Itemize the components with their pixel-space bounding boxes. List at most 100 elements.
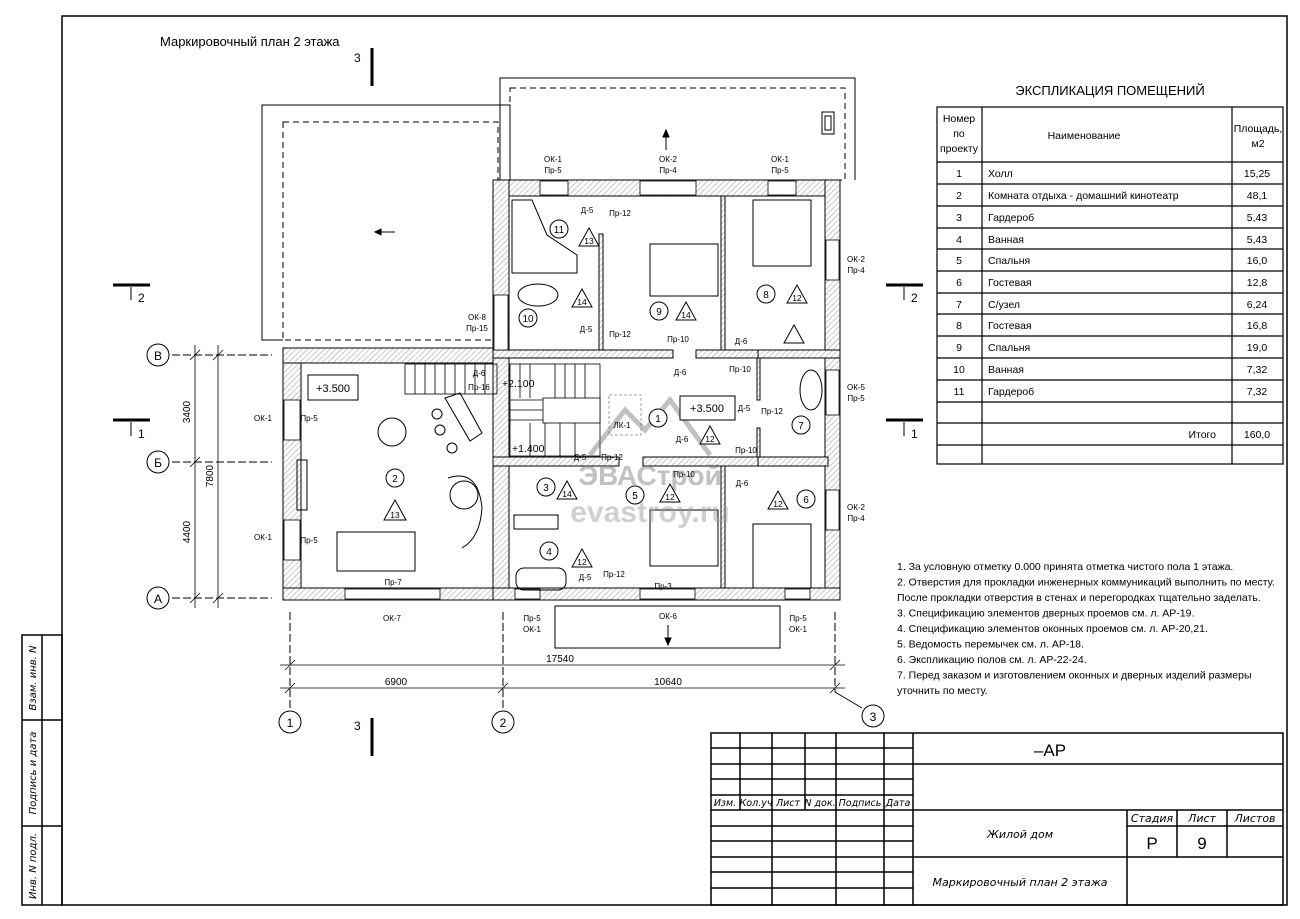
floor-type: 13 — [390, 510, 400, 520]
header-name: Наименование — [1048, 130, 1121, 142]
floor-type: 12 — [577, 557, 587, 567]
explication-cell-area: 5,43 — [1247, 212, 1268, 224]
lintel-label: Пр-10 — [673, 470, 695, 479]
dim-10640: 10640 — [654, 677, 682, 688]
explication-cell-area: 7,32 — [1247, 386, 1268, 398]
lintel-label: Пр-5 — [544, 166, 562, 175]
explication-cell-area: 7,32 — [1247, 364, 1268, 376]
room-number: 7 — [798, 421, 804, 432]
sheet-title: Маркировочный план 2 этажа — [160, 34, 340, 49]
floor-type: 12 — [792, 293, 802, 303]
explication-cell-name: Гостевая — [988, 277, 1032, 289]
header-num: Номер — [943, 113, 975, 125]
explication-cell-name: Гардероб — [988, 212, 1034, 224]
tb-stage-label: Стадия — [1131, 812, 1174, 825]
explication-cell-area: 15,25 — [1244, 168, 1270, 180]
explication-cell-name: Спальня — [988, 342, 1030, 354]
explication-cell-name: Ванная — [988, 234, 1024, 246]
explication-table — [936, 106, 1284, 465]
window-label: ОК-8 — [468, 313, 487, 322]
explication-cell-num: 6 — [956, 277, 962, 289]
stamp-signature-date: Подпись и дата — [28, 732, 39, 815]
section-mark-3-top: 3 — [354, 51, 361, 65]
dim-3400: 3400 — [182, 400, 193, 423]
explication-cell-name: С/узел — [988, 299, 1020, 311]
room-number: 3 — [543, 483, 549, 494]
title-block — [710, 732, 1284, 906]
dim-7800: 7800 — [205, 464, 216, 487]
lintel-label: Пр-4 — [659, 166, 677, 175]
dimension-lines — [189, 345, 845, 694]
elevation-mark: +3.500 — [316, 383, 350, 395]
note-line: 2. Отверстия для прокладки инженерных ко… — [897, 577, 1275, 589]
lintel-label: Пр-4 — [847, 514, 865, 523]
explication-cell-area: 16,8 — [1247, 320, 1268, 332]
tb-col-header: Дата — [885, 798, 911, 809]
note-line: 6. Экспликацию полов см. л. АР-22-24. — [897, 654, 1087, 666]
window-label: ОК-2 — [659, 155, 678, 164]
walls — [282, 179, 841, 601]
dim-4400: 4400 — [182, 520, 193, 543]
watermark-title: ЭВАСтрой — [578, 460, 722, 491]
lintel-label: Пр-10 — [735, 446, 757, 455]
lintel-label: Пр-5 — [300, 414, 318, 423]
door-label: Д-5 — [579, 573, 592, 582]
note-line: 5. Ведомость перемычек см. л. АР-18. — [897, 639, 1084, 651]
tb-code: –АР — [1034, 741, 1066, 760]
lintel-label: Пр-10 — [729, 365, 751, 374]
bathtub — [799, 369, 823, 411]
axis-label-v: В — [154, 349, 162, 363]
lintel-label: Пр-5 — [847, 394, 865, 403]
room-markers — [385, 219, 816, 561]
lintel-label: Пр-5 — [771, 166, 789, 175]
window-label: ОК-6 — [659, 612, 678, 621]
axis-label-a: А — [154, 592, 162, 606]
axis-label-1: 1 — [287, 716, 294, 730]
explication-cell-name: Гардероб — [988, 386, 1034, 398]
lintel-label: Пр-12 — [609, 330, 631, 339]
room-number: 4 — [546, 547, 552, 558]
lintel-label: Пр-12 — [761, 407, 783, 416]
section-mark-2-right: 2 — [911, 291, 918, 305]
note-line: уточнить по месту. — [897, 685, 988, 697]
explication-cell-name: Ванная — [988, 364, 1024, 376]
window-label: ОК-1 — [523, 625, 542, 634]
lintel-label: Пр-3 — [654, 582, 672, 591]
furniture — [296, 199, 823, 591]
roof-hatch-label: ЛК-1 — [613, 421, 631, 430]
window-label: ОК-1 — [789, 625, 808, 634]
tv — [296, 459, 308, 511]
door-label: Д-6 — [676, 435, 689, 444]
section-mark-3-bottom: 3 — [354, 719, 361, 733]
door-label: Д-5 — [580, 325, 593, 334]
total-label: Итого — [1188, 429, 1216, 441]
total-value: 160,0 — [1244, 429, 1270, 441]
explication-cell-area: 5,43 — [1247, 234, 1268, 246]
note-line: После прокладки отверстия в стенах и пер… — [897, 592, 1261, 604]
room-number: 5 — [632, 491, 638, 502]
header-num: проекту — [940, 143, 979, 155]
explication-cell-name: Спальня — [988, 255, 1030, 267]
lintel-label: Пр-7 — [384, 578, 402, 587]
header-area: Площадь, — [1234, 123, 1283, 135]
floor-type: 14 — [681, 310, 691, 320]
explication-title: ЭКСПЛИКАЦИЯ ПОМЕЩЕНИЙ — [1015, 83, 1204, 98]
dim-6900: 6900 — [385, 677, 408, 688]
explication-cell-name: Гостевая — [988, 320, 1032, 332]
tb-stage: Р — [1146, 834, 1157, 853]
explication-cell-num: 10 — [953, 364, 965, 376]
room-number: 1 — [655, 414, 661, 425]
bathtub — [517, 283, 559, 307]
explication-cell-area: 19,0 — [1247, 342, 1268, 354]
door-label: Д-5 — [738, 404, 751, 413]
explication-cell-num: 2 — [956, 190, 962, 202]
table — [336, 531, 416, 572]
door-label: Д-5 — [574, 453, 587, 462]
bed — [649, 509, 719, 567]
room-number: 2 — [392, 474, 398, 485]
section-mark-1-left: 1 — [138, 427, 145, 441]
watermark-url: evastroy.ru — [570, 496, 730, 529]
bed — [752, 523, 812, 589]
section-mark-1-right: 1 — [911, 427, 918, 441]
